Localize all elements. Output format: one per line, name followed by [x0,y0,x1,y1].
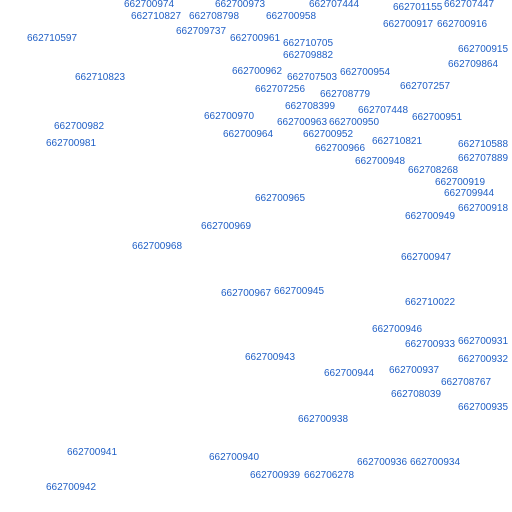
map-label: 662708798 [189,11,240,22]
map-label: 662700951 [412,112,463,123]
map-label: 662707448 [358,105,409,116]
map-label: 662700945 [274,286,325,297]
map-label: 662700968 [132,241,183,252]
map-label: 662700916 [437,19,488,30]
map-label: 662700915 [458,44,509,55]
map-label: 662707889 [458,153,509,164]
map-label: 662708399 [285,101,336,112]
map-label: 662700964 [223,129,274,140]
map-label: 662700958 [266,11,317,22]
map-label: 662708767 [441,377,492,388]
map-label: 662710827 [131,11,182,22]
map-label: 662700970 [204,111,255,122]
map-label: 662700931 [458,336,509,347]
map-label: 662708779 [320,89,371,100]
map-label: 662707444 [309,0,360,10]
map-label: 662708039 [391,389,442,400]
map-label: 662700935 [458,402,509,413]
map-label: 662710022 [405,297,456,308]
map-label: 662700952 [303,129,354,140]
map-label: 662700917 [383,19,434,30]
map-label: 662700954 [340,67,391,78]
map-label: 662709864 [448,59,499,70]
map-label: 662700938 [298,414,349,425]
map-label: 662710823 [75,72,126,83]
map-label: 662700982 [54,121,105,132]
map-label: 662700936 [357,457,408,468]
map-label: 662710597 [27,33,78,44]
map-label: 662700966 [315,143,366,154]
map-label: 662701155 [393,2,443,13]
map-label: 662700940 [209,452,260,463]
map-label: 662700934 [410,457,461,468]
map-label: 662710588 [458,139,509,150]
map-label: 662709944 [444,188,495,199]
map-label: 662700937 [389,365,440,376]
map-label: 662710705 [283,38,334,49]
map-label: 662700962 [232,66,283,77]
map-label: 662700963 [277,117,328,128]
map-label: 662700939 [250,470,301,481]
map-label: 662700950 [329,117,380,128]
map-label: 662700961 [230,33,281,44]
map-label: 662707256 [255,84,306,95]
map-label: 662710821 [372,136,423,147]
map-label: 662700974 [124,0,175,10]
map-label: 662700948 [355,156,406,167]
map-label: 662707503 [287,72,338,83]
map-label: 662700943 [245,352,296,363]
map-label: 662708268 [408,165,459,176]
map-label: 662700941 [67,447,118,458]
map-label: 662700933 [405,339,456,350]
map-label: 662700949 [405,211,456,222]
map-label: 662700973 [215,0,266,10]
map-label: 662700918 [458,203,509,214]
map-label: 662700944 [324,368,375,379]
map-label: 662700947 [401,252,452,263]
map-label: 662700946 [372,324,423,335]
map-label: 662707257 [400,81,451,92]
map-label: 662707447 [444,0,495,10]
map-label: 662700932 [458,354,509,365]
map-label: 662700919 [435,177,486,188]
map-label: 662709737 [176,26,227,37]
map-label: 662700967 [221,288,272,299]
map-label: 662700969 [201,221,252,232]
map-label: 662706278 [304,470,355,481]
map-label: 662709882 [283,50,334,61]
map-label: 662700942 [46,482,97,493]
map-label: 662700965 [255,193,306,204]
map-label: 662700981 [46,138,97,149]
